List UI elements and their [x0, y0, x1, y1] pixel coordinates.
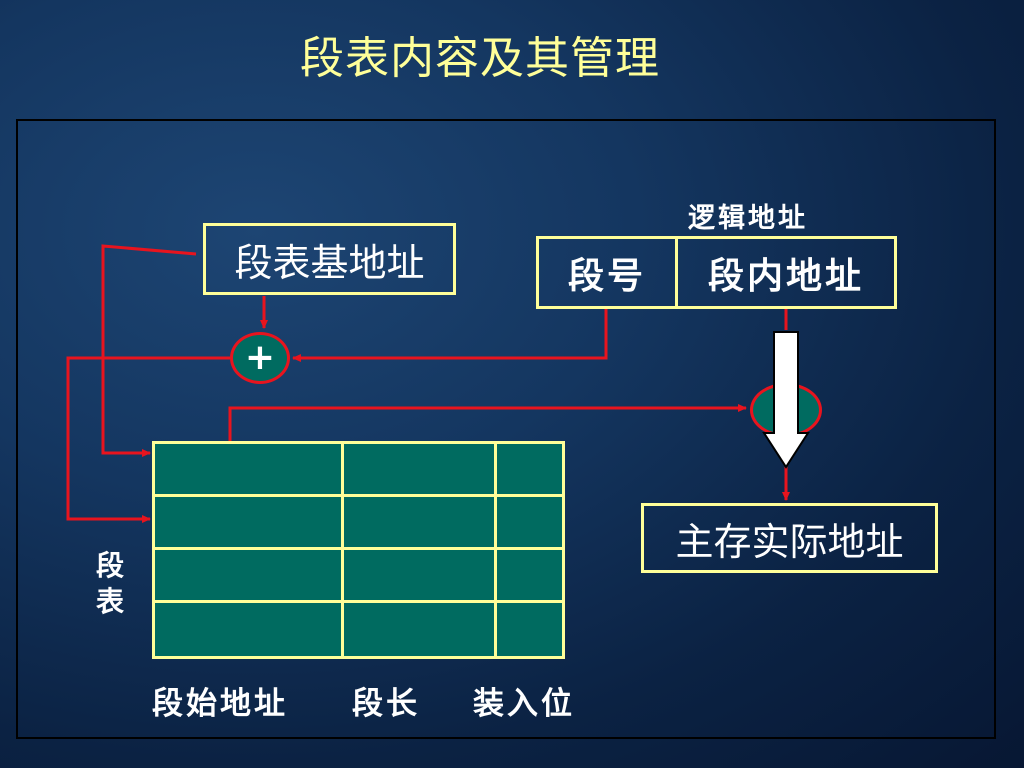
base-to-table-line	[101, 244, 197, 457]
slide-title: 段表内容及其管理	[300, 33, 660, 84]
table-cell	[344, 603, 497, 656]
segment-table-label: 段 表	[95, 549, 124, 618]
down-arrow-icon	[762, 331, 810, 469]
segment-table-base-box: 段表基地址	[203, 223, 456, 295]
logical-address-label: 逻辑地址	[688, 203, 808, 234]
physical-address-box: 主存实际地址	[641, 503, 938, 573]
table-cell	[344, 444, 497, 497]
segno-to-adder-line	[292, 309, 608, 362]
table-cell	[497, 550, 562, 603]
table-cell	[497, 444, 562, 497]
segment-number-cell: 段号	[539, 239, 678, 306]
logical-address-box: 段号 段内地址	[536, 236, 897, 309]
table-cell	[344, 497, 497, 550]
offset-cell: 段内地址	[678, 239, 894, 306]
column-label-loaded-bit: 装入位	[473, 686, 575, 722]
table-cell	[344, 550, 497, 603]
table-cell	[155, 444, 344, 497]
column-label-length: 段长	[352, 686, 420, 722]
diagram-frame	[16, 119, 996, 739]
adder-circle: +	[230, 332, 290, 384]
segment-number-label: 段号	[567, 254, 646, 297]
offset-label: 段内地址	[707, 254, 864, 297]
table-cell	[155, 603, 344, 656]
table-cell	[155, 550, 344, 603]
plus-symbol: +	[244, 337, 276, 378]
adder-to-table-line	[66, 356, 230, 523]
segment-table	[152, 441, 565, 659]
physical-address-label: 主存实际地址	[675, 519, 904, 564]
table-cell	[497, 603, 562, 656]
column-label-start-address: 段始地址	[152, 686, 288, 722]
segment-table-base-label: 段表基地址	[234, 240, 425, 285]
table-cell	[497, 497, 562, 550]
table-cell	[155, 497, 344, 550]
